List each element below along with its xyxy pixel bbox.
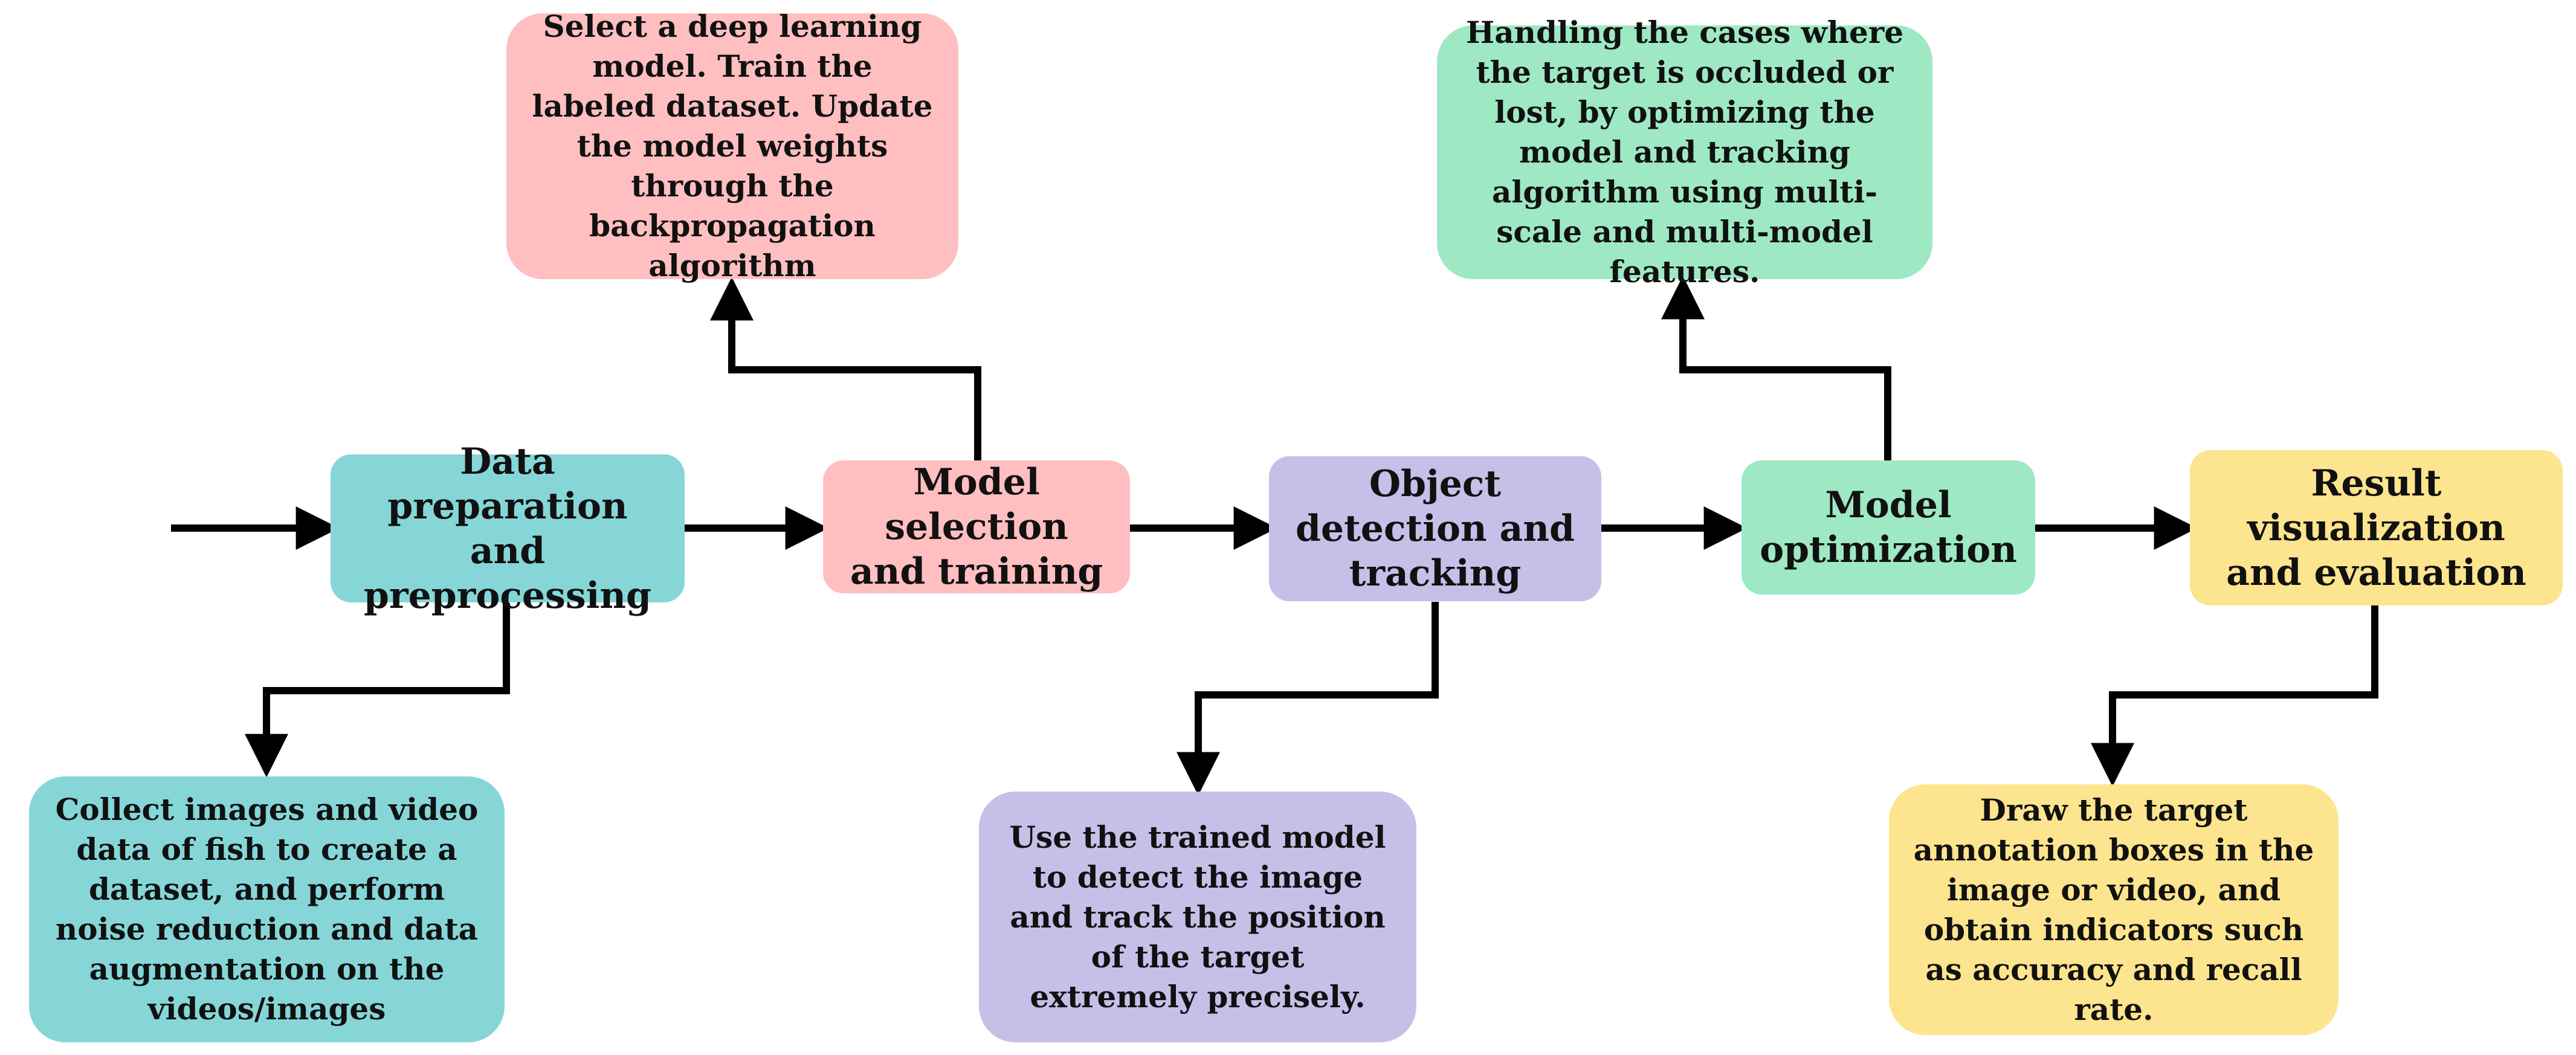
node-model-selection: Model selection and training <box>823 460 1130 593</box>
node-data-preparation: Data preparation and preprocessing <box>331 440 685 617</box>
node-object-detection: Object detection and tracking <box>1269 456 1601 601</box>
note-model-optimization: Handling the cases where the target is o… <box>1437 15 1932 289</box>
arrow-optimization-to-note <box>1661 276 1891 460</box>
note-data-preparation: Collect images and video data of fish to… <box>29 776 505 1042</box>
node-result-visualization: Result visualization and evaluation <box>2190 450 2563 605</box>
note-object-detection: Use the trained model to detect the imag… <box>979 792 1416 1042</box>
arrow-detection-to-note <box>1177 602 1439 796</box>
arrow-selection-to-note <box>710 277 981 460</box>
arrow-result-to-note <box>2091 605 2378 787</box>
note-result-visualization: Draw the target annotation boxes in the … <box>1889 784 2339 1035</box>
note-model-selection: Select a deep learning model. Train the … <box>506 8 958 283</box>
node-model-optimization: Model optimization <box>1742 460 2035 595</box>
arrow-prep-to-note <box>245 603 510 778</box>
